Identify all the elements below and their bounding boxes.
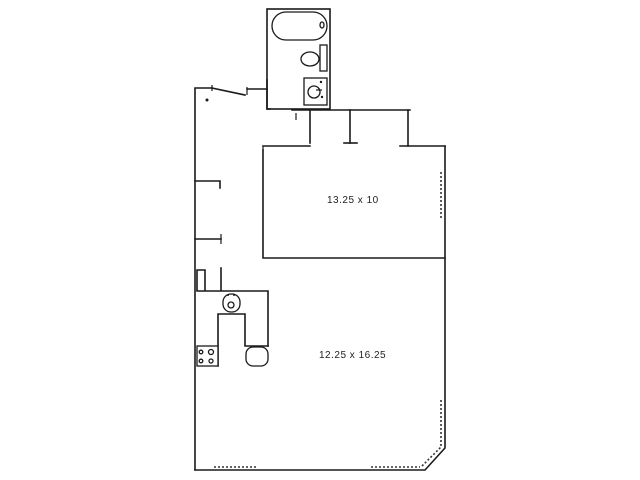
living-room-dimensions: 12.25 x 16.25 xyxy=(319,350,387,361)
toilet-tank-icon xyxy=(319,44,328,72)
burner-icon xyxy=(207,348,215,356)
bathroom-walls xyxy=(266,8,331,110)
closet-partitions xyxy=(262,109,446,151)
closet-shelf-1 xyxy=(194,180,221,189)
bedroom-dimensions: 13.25 x 10 xyxy=(327,195,379,206)
sink-faucet-icon-2 xyxy=(233,294,235,296)
left-closets xyxy=(194,180,222,291)
left-wall xyxy=(194,87,213,471)
right-and-bottom-wall xyxy=(194,145,446,471)
toilet-bowl-icon xyxy=(300,51,320,67)
burner-icon xyxy=(198,349,204,355)
bathtub-icon xyxy=(271,11,328,41)
corner-window xyxy=(421,446,442,467)
faucet-icon xyxy=(319,80,323,84)
windows xyxy=(214,400,442,468)
kitchen-end-cap xyxy=(196,269,206,291)
tub-drain-icon xyxy=(319,21,325,29)
refrigerator-icon xyxy=(245,346,269,367)
burner-icon xyxy=(198,358,204,364)
kitchen-counter-top xyxy=(196,290,269,347)
kitchen-counter-island xyxy=(217,313,269,367)
bath-sink-basin-icon xyxy=(307,85,321,99)
sink-drain-icon xyxy=(227,301,235,309)
outer-walls xyxy=(194,79,446,471)
bedroom-walls xyxy=(262,149,446,259)
bathroom xyxy=(266,8,331,110)
bath-side-wall xyxy=(266,79,271,110)
sink-faucet-icon xyxy=(227,294,229,296)
light-switch-icon xyxy=(205,98,209,102)
entry-door-icon xyxy=(211,87,246,96)
burner-icon xyxy=(208,358,214,364)
bedroom xyxy=(262,149,446,259)
faucet-handle-icon xyxy=(320,95,324,99)
kitchen xyxy=(196,290,269,367)
